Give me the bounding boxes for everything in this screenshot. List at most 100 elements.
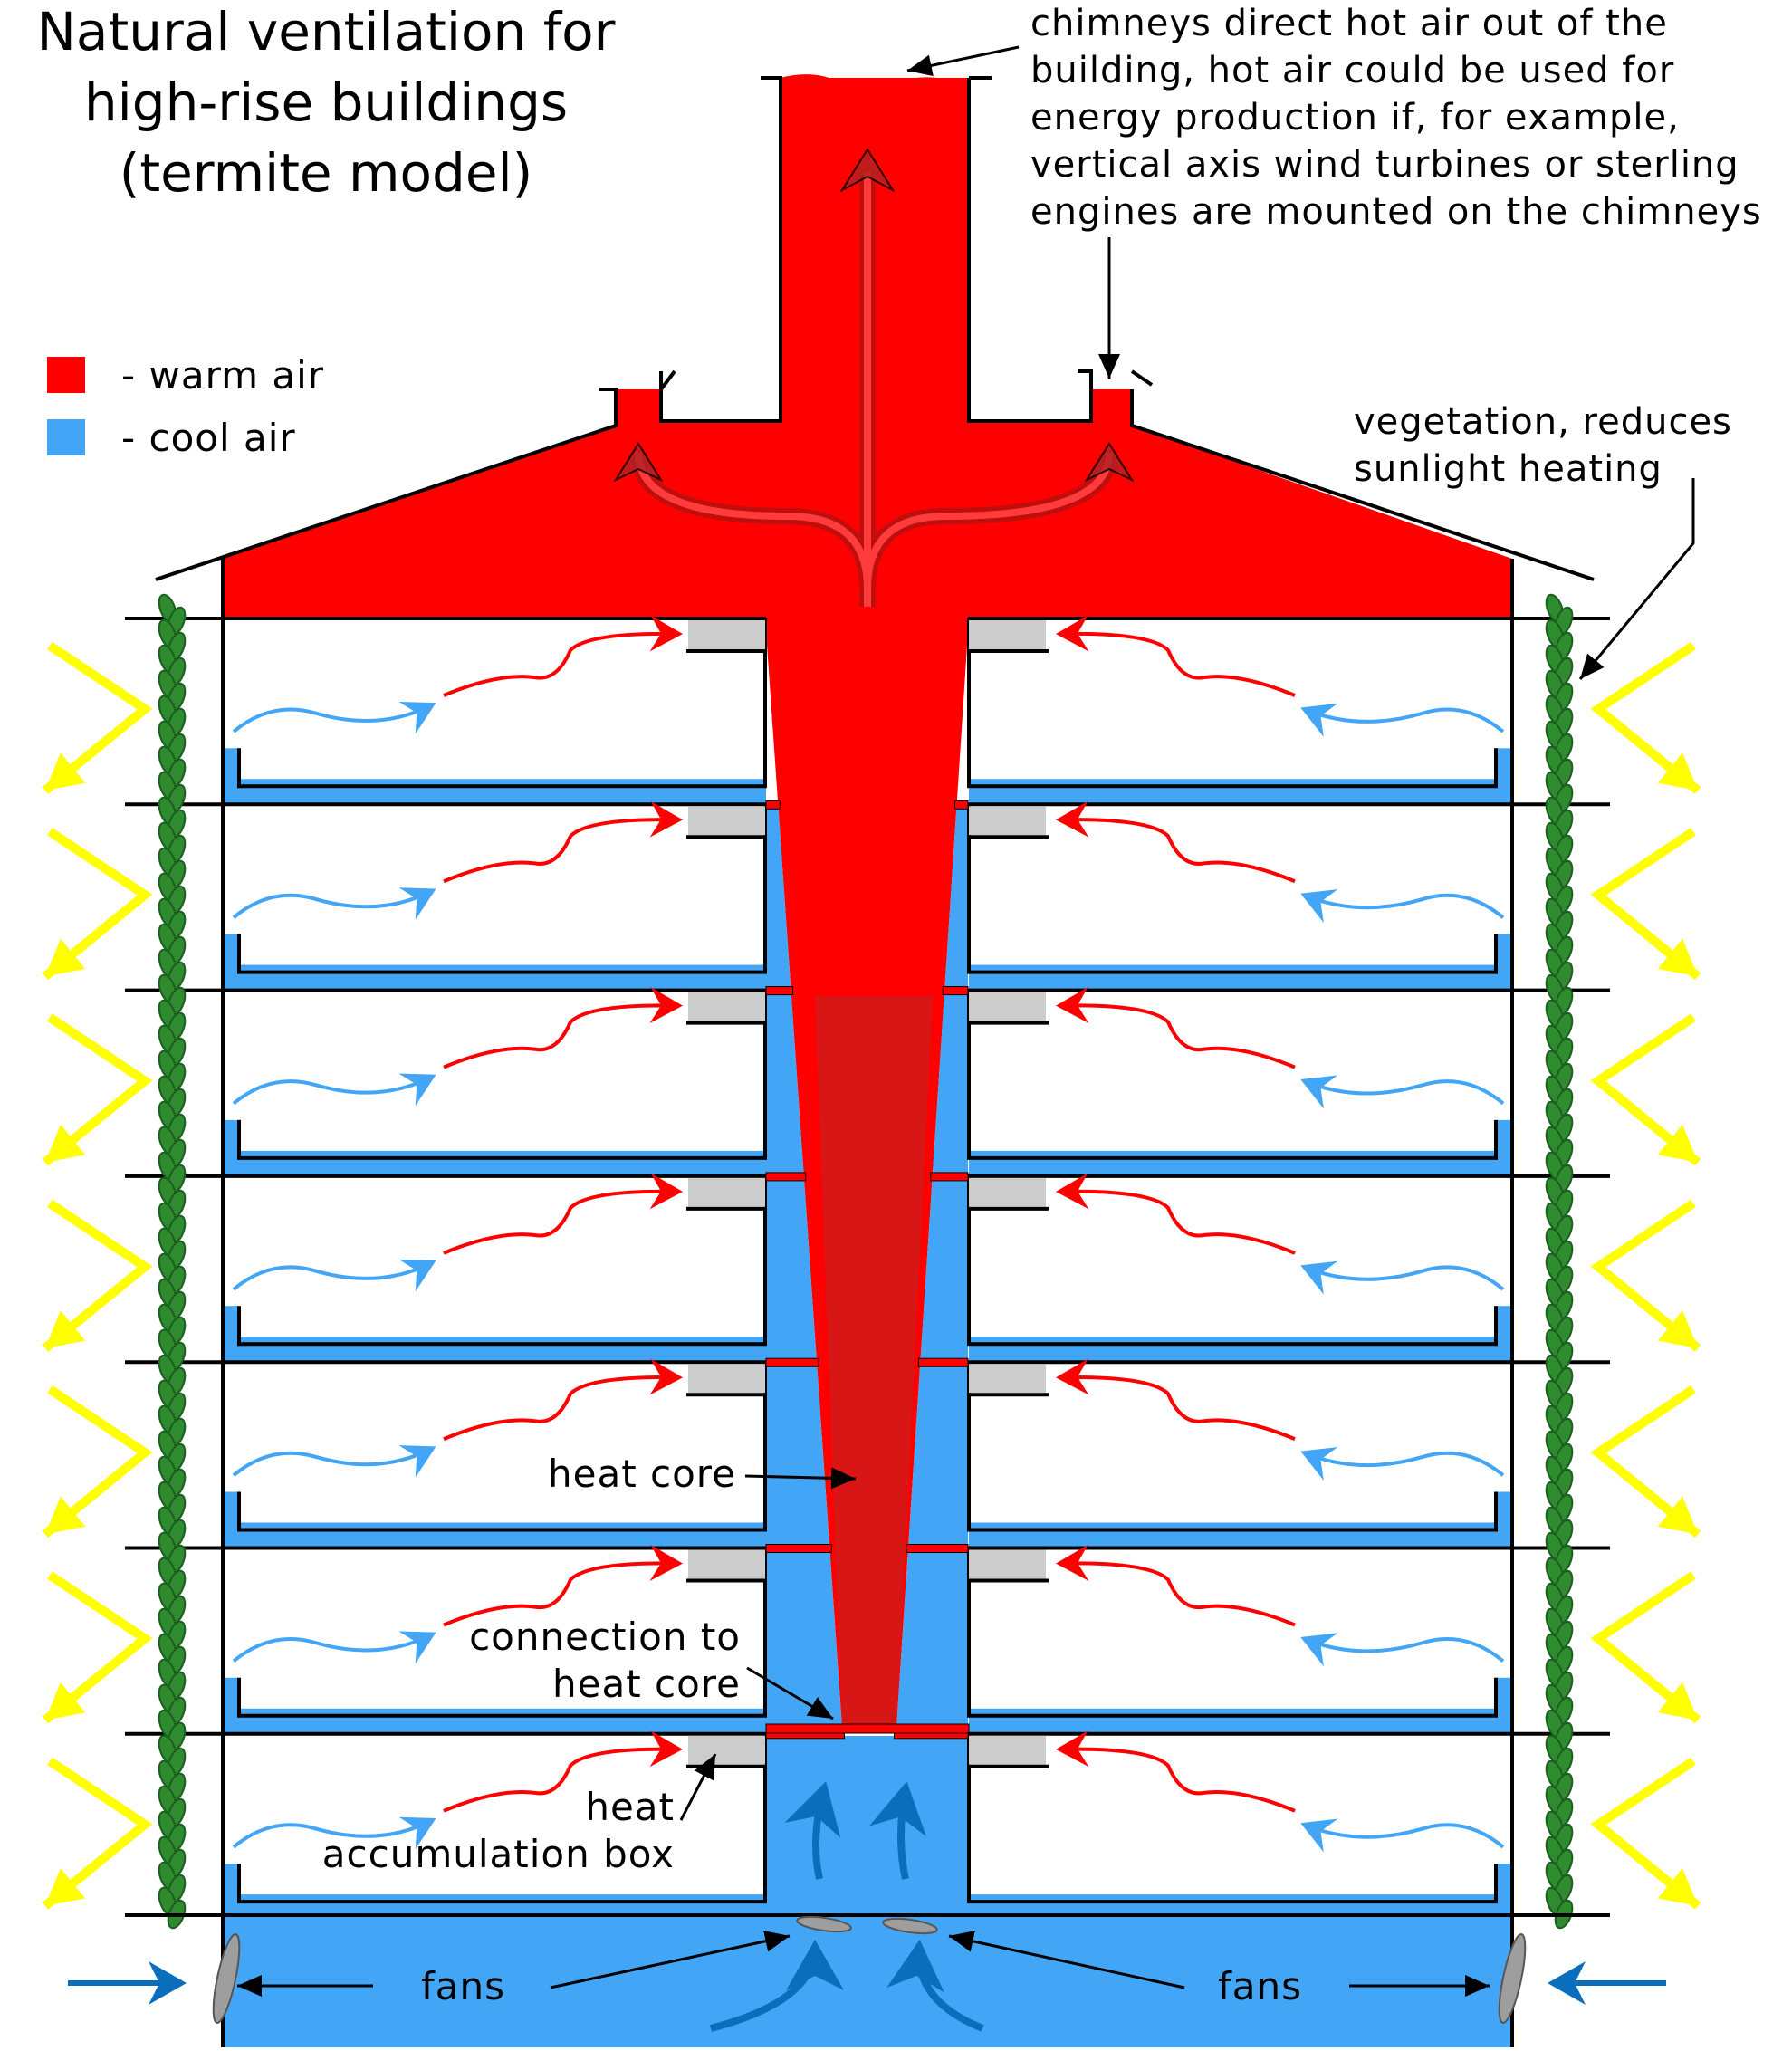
connection-line-2: heat core: [552, 1662, 741, 1706]
cool-air-inlet-right-1: [1496, 748, 1512, 805]
cool-flow-arrow-right-3: [1300, 1075, 1505, 1109]
chimney-pointer: [906, 45, 1020, 77]
sunlight-arrow-left-5: [42, 1385, 153, 1538]
warm-flow-arrow-right-7: [1056, 1730, 1296, 1813]
warm-flow-arrow-left-3: [443, 986, 683, 1069]
sunlight-arrow-left-2: [42, 828, 153, 981]
warm-flow-arrow-left-5: [443, 1358, 683, 1442]
room-outline-right-3: [967, 990, 1498, 1160]
vegetation-right: [1545, 593, 1574, 1930]
cool-air-floor-right-3: [969, 1150, 1512, 1176]
chimney-line-5: engines are mounted on the chimneys: [1030, 191, 1762, 233]
cool-air-core-side-left-2: [766, 804, 791, 991]
warm-flow-arrow-right-6: [1056, 1544, 1296, 1627]
warm-flow-arrow-right-5: [1056, 1358, 1296, 1442]
fans-left-label: fans: [421, 1964, 506, 2008]
cool-air-core-side-left-3: [766, 990, 804, 1176]
sunlight-arrow-right-4: [1590, 1199, 1701, 1352]
cool-air-core-side-right-6: [896, 1548, 968, 1734]
cool-air-floor-left-4: [223, 1337, 766, 1363]
legend-cool-label: - cool air: [121, 415, 296, 460]
connector-right-3: [942, 986, 969, 996]
cool-air-core-side-right-5: [907, 1362, 968, 1548]
sunlight-arrow-right-6: [1590, 1571, 1701, 1724]
warm-flow-arrow-left-6: [443, 1544, 683, 1627]
sunlight-arrow-right-1: [1590, 641, 1701, 794]
sunlight-arrow-right-5: [1590, 1385, 1701, 1538]
connector-right-5: [917, 1357, 969, 1367]
cool-flow-arrow-left-7: [232, 1816, 436, 1850]
room-outline-right-2: [967, 804, 1498, 974]
chimney-main-top: [781, 74, 969, 109]
room-outline-left-5: [237, 1362, 767, 1532]
title-line-2: high-rise buildings: [83, 72, 569, 133]
warm-flow-arrow-left-1: [443, 615, 683, 697]
heat-box-left-6: [688, 1549, 765, 1579]
heat-core-pointer: [744, 1467, 857, 1490]
heat-box-right-1: [969, 620, 1046, 649]
heat-box-left-2: [688, 806, 765, 836]
cool-air-floor-left-3: [223, 1150, 766, 1176]
room-outline-left-3: [237, 990, 767, 1160]
vegetation-annotation: vegetation, reduces sunlight heating: [1354, 398, 1732, 493]
sunlight-arrowhead-4: [1657, 938, 1698, 977]
connection-line-1: connection to: [469, 1615, 741, 1659]
vegetation-line-2: sunlight heating: [1354, 448, 1663, 490]
cool-air-core-side-right-3: [932, 990, 968, 1176]
connector-right-2: [954, 800, 969, 810]
sunlight-arrowhead-9: [45, 1496, 86, 1535]
fans-right-pointer-center: [948, 1931, 1185, 1989]
sunlight-arrowhead-8: [1657, 1310, 1698, 1348]
room-outline-left-6: [237, 1548, 767, 1718]
cool-air-floor-right-4: [969, 1337, 1512, 1363]
cool-air-core-side-right-4: [920, 1175, 968, 1363]
warm-air-roof-region: [223, 78, 1512, 1728]
warm-flow-arrow-left-2: [443, 800, 683, 884]
fan-center-left-icon: [796, 1915, 852, 1933]
cool-air-floor-left-5: [223, 1522, 766, 1548]
accumulation-line-2: accumulation box: [321, 1832, 675, 1876]
warm-air-swatch: [47, 357, 85, 393]
room-outline-left-7: [237, 1733, 767, 1904]
cool-air-inlet-left-2: [223, 934, 239, 991]
cool-air-inlet-left-1: [223, 748, 239, 805]
sunlight-arrowhead-1: [45, 752, 86, 791]
sunlight-arrowhead-3: [45, 938, 86, 977]
sunlight-arrowhead-12: [1657, 1682, 1698, 1720]
sunlight-arrowhead-7: [45, 1310, 86, 1348]
chimney-line-2: building, hot air could be used for: [1030, 50, 1675, 91]
cool-flow-arrow-left-3: [232, 1073, 436, 1107]
cool-air-floor-right-2: [969, 964, 1512, 991]
cool-air-inlet-right-5: [1496, 1491, 1512, 1548]
intake-arrows: [68, 1781, 1666, 2032]
chimney-line-3: energy production if, for example,: [1030, 97, 1680, 139]
sunlight-arrowhead-5: [45, 1124, 86, 1163]
cool-flow-arrow-right-4: [1300, 1260, 1505, 1295]
heat-box-right-2: [969, 806, 1046, 836]
sunlight-arrowhead-14: [1657, 1868, 1698, 1906]
room-outline-right-4: [967, 1175, 1498, 1347]
cool-air-floor-right-5: [969, 1522, 1512, 1548]
accumulation-line-1: heat: [585, 1785, 675, 1829]
connector-right-6: [906, 1544, 969, 1553]
fan-right-icon: [1498, 1933, 1527, 2024]
sunlight-arrow-left-1: [42, 641, 153, 794]
cool-air-inlet-left-7: [223, 1864, 239, 1921]
room-outline-right-1: [967, 618, 1498, 789]
legend-warm-label: - warm air: [121, 352, 325, 398]
connector-left-4: [765, 1172, 807, 1182]
connector-left-5: [765, 1357, 819, 1367]
cool-air-swatch: [47, 419, 85, 455]
cool-air-inlet-right-3: [1496, 1119, 1512, 1176]
cool-air-floor-right-1: [969, 779, 1512, 805]
sunlight-arrowhead-6: [1657, 1124, 1698, 1163]
warm-flow-arrow-left-4: [443, 1173, 683, 1255]
cool-flow-arrow-right-1: [1300, 703, 1505, 737]
heat-box-right-5: [969, 1364, 1046, 1394]
cool-air-floor-left-1: [223, 779, 766, 805]
cool-air-inlet-right-6: [1496, 1677, 1512, 1734]
accumulation-pointer: [679, 1753, 717, 1821]
title-line-1: Natural ventilation for: [36, 1, 616, 62]
warm-flow-arrow-right-2: [1056, 800, 1296, 884]
